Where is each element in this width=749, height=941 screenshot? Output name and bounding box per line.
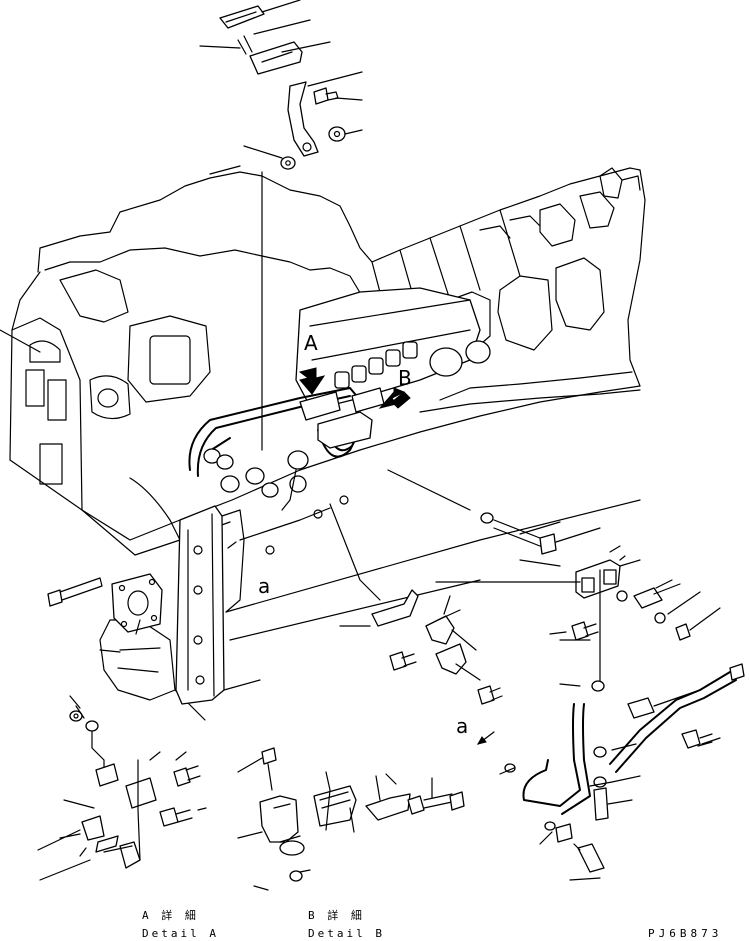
detail-a-caption-jp: A 詳 細 xyxy=(142,909,199,922)
detail-b-caption-jp: B 詳 細 xyxy=(308,909,365,922)
detail-b-group xyxy=(237,747,465,891)
lower-pipe-assembly xyxy=(476,663,745,881)
view-arrow-a xyxy=(298,367,326,395)
front-mounting-plate xyxy=(175,495,641,705)
pipe-reference-label-lower: a xyxy=(456,714,469,738)
injection-pump xyxy=(295,287,641,413)
view-label-a: A xyxy=(304,331,318,355)
long-bolt-left xyxy=(47,577,103,607)
delivery-valve-row xyxy=(334,341,418,389)
pipe-reference-label-upper: a xyxy=(258,574,271,598)
drawing-code: PJ6B873 xyxy=(648,927,723,940)
detail-a-group xyxy=(37,695,207,881)
detail-b-caption-en: Detail B xyxy=(308,927,385,940)
top-bracket-stack xyxy=(199,0,363,451)
detail-a-caption-en: Detail A xyxy=(142,927,219,940)
right-fittings xyxy=(387,469,721,692)
view-label-b: B xyxy=(398,366,412,390)
middle-clamp-group xyxy=(329,503,503,705)
leader-lines-main xyxy=(0,329,621,653)
engine-fuel-pipes xyxy=(188,387,385,511)
view-arrow-b xyxy=(378,387,411,409)
flange-gasket xyxy=(111,573,163,633)
